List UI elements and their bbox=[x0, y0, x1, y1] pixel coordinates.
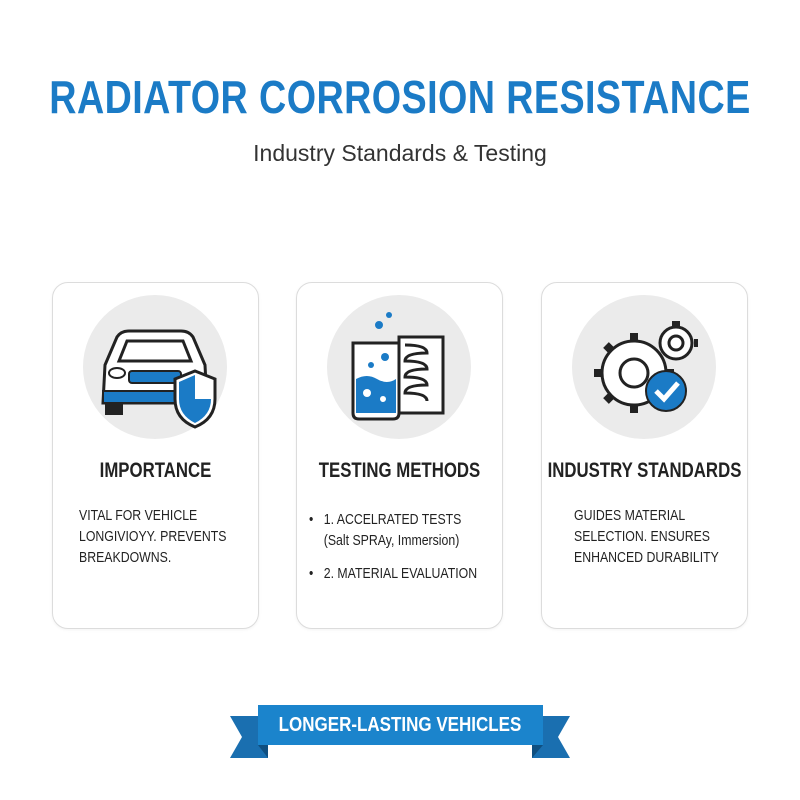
icon-circle bbox=[327, 295, 471, 439]
body-line: SELECTION. ENSURES bbox=[574, 528, 711, 545]
ribbon-body bbox=[258, 705, 543, 745]
bullet-label: 2. MATERIAL EVALUATION bbox=[323, 565, 478, 582]
card-body: 1. ACCELRATED TESTS (Salt SPRAy, Immersi… bbox=[309, 509, 477, 584]
card-heading: TESTING METHODS bbox=[318, 459, 481, 482]
card-heading: IMPORTANCE bbox=[99, 459, 212, 482]
icon-circle bbox=[83, 295, 227, 439]
card-heading: INDUSTRY STANDARDS bbox=[547, 459, 742, 482]
bullet-item: 1. ACCELRATED TESTS (Salt SPRAy, Immersi… bbox=[309, 509, 477, 551]
card-industry-standards: INDUSTRY STANDARDS GUIDES MATERIAL SELEC… bbox=[541, 282, 748, 629]
bullet-item: 2. MATERIAL EVALUATION bbox=[309, 563, 477, 584]
banner-label: LONGER-LASTING VEHICLES bbox=[278, 714, 522, 736]
car-shield-icon bbox=[101, 329, 217, 429]
body-line: GUIDES MATERIAL bbox=[574, 507, 686, 524]
card-importance: IMPORTANCE VITAL FOR VEHICLE LONGIVIOYY.… bbox=[52, 282, 259, 629]
card-testing-methods: TESTING METHODS 1. ACCELRATED TESTS (Sal… bbox=[296, 282, 503, 629]
bullet-label: 1. ACCELRATED TESTS bbox=[323, 511, 462, 528]
ribbon-fold bbox=[532, 745, 543, 758]
card-body: VITAL FOR VEHICLE LONGIVIOYY. PREVENTS B… bbox=[79, 505, 226, 568]
body-line: LONGIVIOYY. PREVENTS bbox=[79, 528, 227, 545]
icon-circle bbox=[572, 295, 716, 439]
body-line: VITAL FOR VEHICLE bbox=[79, 507, 198, 524]
ribbon-fold bbox=[258, 745, 268, 758]
beaker-radiator-icon bbox=[351, 312, 445, 421]
page-subtitle: Industry Standards & Testing bbox=[253, 140, 547, 166]
page-title: RADIATOR CORROSION RESISTANCE bbox=[49, 71, 751, 123]
bullet-detail: (Salt SPRAy, Immersion) bbox=[323, 532, 460, 549]
gears-check-icon bbox=[594, 321, 698, 413]
body-line: BREAKDOWNS. bbox=[79, 549, 172, 566]
body-line: ENHANCED DURABILITY bbox=[574, 549, 719, 566]
card-body: GUIDES MATERIAL SELECTION. ENSURES ENHAN… bbox=[574, 505, 719, 568]
